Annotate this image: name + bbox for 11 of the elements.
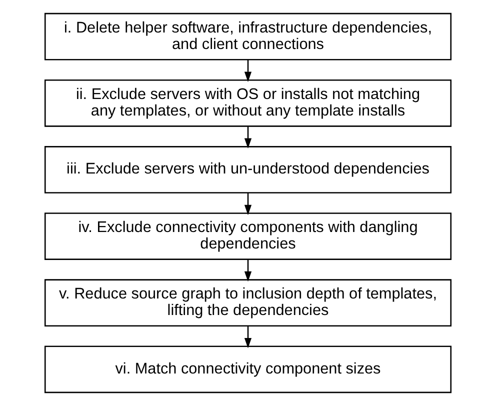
node-box: ii. Exclude servers with OS or installs not matching any templates, or without any template installs <box>44 79 452 127</box>
arrow <box>244 260 252 282</box>
node-box: iv. Exclude connectivity components with dangling dependencies <box>44 212 452 260</box>
node-box: iii. Exclude servers with un-understood dependencies <box>44 146 452 194</box>
arrow <box>244 326 252 348</box>
node-box: v. Reduce source graph to inclusion depth of templates, lifting the dependencies <box>44 279 452 327</box>
arrow <box>244 193 252 216</box>
node-box: i. Delete helper software, infrastructure dependencies, and client connections <box>44 12 452 60</box>
node-box: vi. Match connectivity component sizes <box>44 346 452 394</box>
arrow <box>244 126 252 149</box>
arrow <box>244 60 252 82</box>
